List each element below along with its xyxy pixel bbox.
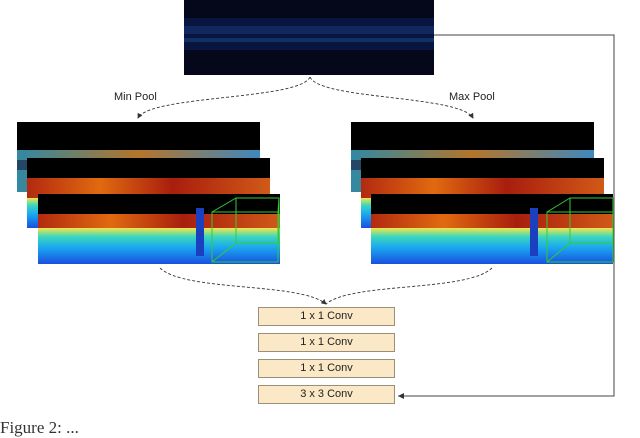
max-pool-layer-3 [371,194,614,264]
min-pool-layer-3 [38,194,280,264]
max-pool-label: Max Pool [449,91,495,103]
min-pool-branch-arrow [137,76,311,119]
input-depth-image [184,0,434,75]
feedback-arrow [398,393,404,399]
conv-layer-4: 3 x 3 Conv [258,385,395,404]
figure-caption: Figure 2: ... [0,418,79,437]
max-pool-branch-arrow [309,76,474,119]
conv-layer-3: 1 x 1 Conv [258,359,395,378]
max-pool-stack [351,122,614,264]
conv-layer-1: 1 x 1 Conv [258,307,395,326]
min-pool-label: Min Pool [114,91,157,103]
feedback-connector [398,34,615,397]
min-pool-merge-arrow [159,267,327,305]
min-pool-stack [17,122,280,264]
max-pool-merge-arrow [325,267,493,305]
conv-layer-2: 1 x 1 Conv [258,333,395,352]
